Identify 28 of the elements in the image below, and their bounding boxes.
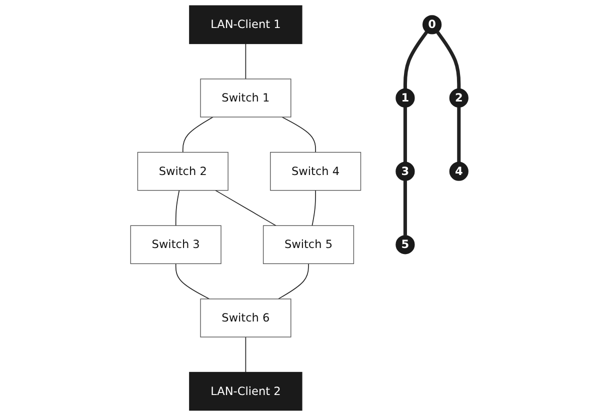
node-box: Switch 5	[262, 225, 354, 264]
node-box: LAN-Client 1	[188, 5, 302, 44]
connector	[403, 180, 407, 236]
connector	[278, 263, 309, 300]
node-circle: 4	[448, 162, 468, 181]
connector	[175, 190, 180, 226]
node-circle: 5	[395, 235, 414, 254]
node-box: Switch 2	[136, 152, 228, 191]
connector	[214, 190, 276, 226]
node-circle: 3	[395, 162, 414, 181]
connector	[182, 116, 214, 153]
connector	[175, 263, 210, 300]
connector	[281, 116, 316, 153]
node-box: Switch 3	[130, 225, 221, 264]
connector	[436, 31, 460, 89]
node-box: LAN-Client 2	[188, 372, 302, 411]
node-box: Switch 6	[200, 298, 291, 338]
node-circle: 1	[395, 88, 414, 108]
connector	[456, 107, 460, 162]
connector	[244, 336, 246, 373]
connector	[403, 107, 407, 162]
connector	[311, 190, 316, 226]
node-circle: 2	[448, 88, 468, 108]
node-circle: 0	[422, 15, 442, 34]
node-box: Switch 1	[200, 78, 291, 118]
node-box: Switch 4	[270, 152, 361, 191]
connector	[403, 31, 428, 89]
connector	[244, 43, 246, 80]
